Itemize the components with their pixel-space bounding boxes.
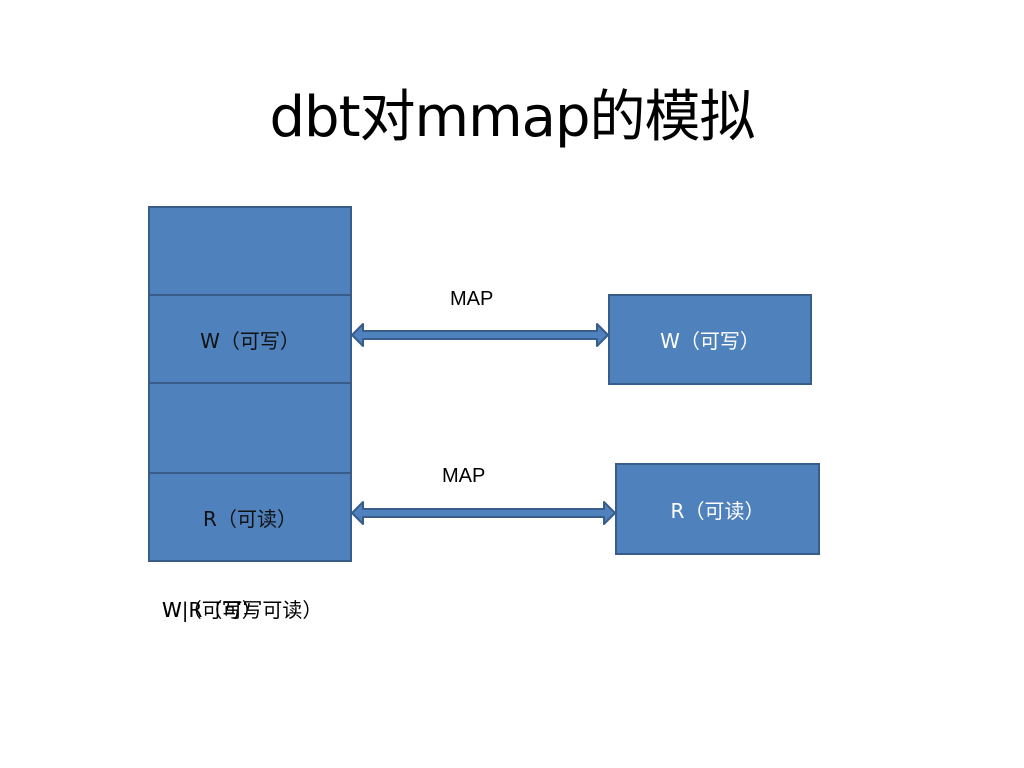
map-label-top: MAP — [450, 288, 494, 310]
left-segment-3 — [148, 382, 352, 474]
map-arrow-top — [351, 323, 609, 347]
left-segment-read: R（可读） — [148, 472, 352, 562]
right-box-write-label: W（可写） — [660, 329, 760, 353]
slide-title: dbt对mmap的模拟 — [269, 85, 755, 150]
right-box-read: R（可读） — [615, 463, 820, 555]
left-segment-write: W（可写） — [148, 294, 352, 384]
bottom-note-write: W（可写） — [162, 598, 262, 622]
right-box-write: W（可写） — [608, 294, 812, 385]
right-box-read-label: R（可读） — [670, 498, 765, 523]
map-label-bottom: MAP — [442, 465, 486, 487]
left-segment-1 — [148, 206, 352, 296]
left-segment-read-label: R（可读） — [203, 506, 297, 531]
map-arrow-bottom — [351, 501, 616, 525]
bottom-note-write-read: W|R（可写可读） — [162, 598, 323, 622]
left-segment-write-label: W（可写） — [200, 328, 300, 353]
